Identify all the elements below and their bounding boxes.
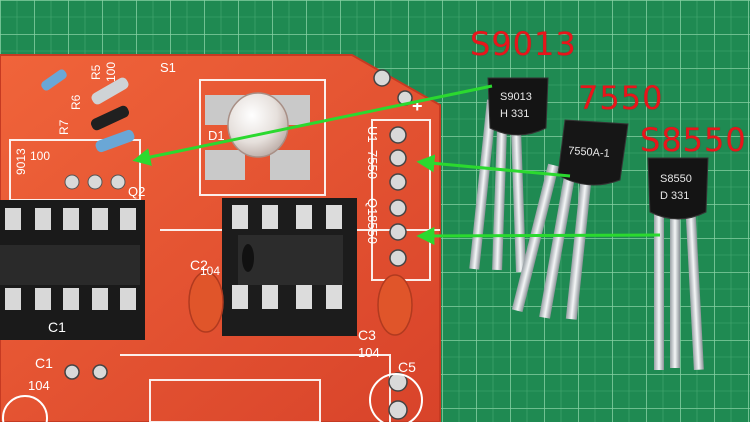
resistor-array — [41, 69, 135, 153]
pcb-label-d1: D1 — [208, 128, 225, 143]
pcb-label-c5: C5 — [398, 359, 416, 375]
pcb-label-9013: 9013 — [14, 148, 28, 175]
annotation-arrows — [132, 84, 661, 245]
pcb-label-8550: 8550 — [365, 215, 380, 244]
chip-s8550-code: D 331 — [660, 190, 689, 202]
label-s8550: S8550 — [640, 121, 747, 159]
label-s9013: S9013 — [470, 25, 577, 63]
pcb-label-q2: Q2 — [128, 184, 145, 199]
pcb-label-7550: 7550 — [365, 150, 380, 179]
pcb-label-r7: R7 — [57, 119, 71, 135]
pcb-label-r5: R5 — [89, 64, 103, 80]
chip-s9013-marking: S9013 — [500, 91, 532, 103]
regulator-7550: 7550A-1 — [511, 119, 629, 320]
socket-header-holes — [373, 69, 413, 267]
pcb-label-ic: C1 — [48, 319, 66, 335]
pcb-board: S1 D1 R6 R5 R7 100 100 Q2 9013 U1 7550 8… — [0, 54, 441, 422]
pcb-label-104a: 104 — [358, 345, 380, 360]
led — [227, 92, 289, 158]
pcb-label-104b: 104 — [28, 378, 50, 393]
arrow-s8550 — [416, 226, 661, 245]
pcb-label-c3: C3 — [358, 327, 376, 343]
pcb-label-plus: + — [412, 96, 423, 116]
capacitor-c3 — [377, 274, 413, 336]
pcb-label-100: 100 — [104, 62, 118, 82]
pcb-label-104c: 104 — [200, 264, 220, 278]
chip-s8550-marking: S8550 — [660, 173, 692, 185]
arrow-s9013 — [132, 84, 493, 166]
chip-7550-marking: 7550A-1 — [568, 145, 610, 160]
pcb-label-c1: C1 — [35, 355, 53, 371]
pcb-label-u1: U1 — [365, 126, 380, 143]
arrow-7550 — [416, 154, 571, 178]
transistor-s9013: S9013 H 331 — [469, 77, 549, 273]
ic-socket-large — [0, 200, 145, 340]
capacitor-c2 — [188, 271, 224, 333]
ic-socket-8pin — [222, 198, 357, 336]
chip-s9013-code: H 331 — [500, 108, 529, 120]
label-7550: 7550 — [578, 79, 664, 117]
transistor-s8550: S8550 D 331 — [647, 157, 709, 371]
pcb-label-s1: S1 — [160, 60, 176, 75]
pcb-label-c2: C2 — [190, 257, 208, 273]
pcb-label-r6: R6 — [69, 94, 83, 110]
pcb-label-100b: 100 — [30, 149, 50, 163]
pcb-label-q1: Q1 — [365, 198, 380, 215]
